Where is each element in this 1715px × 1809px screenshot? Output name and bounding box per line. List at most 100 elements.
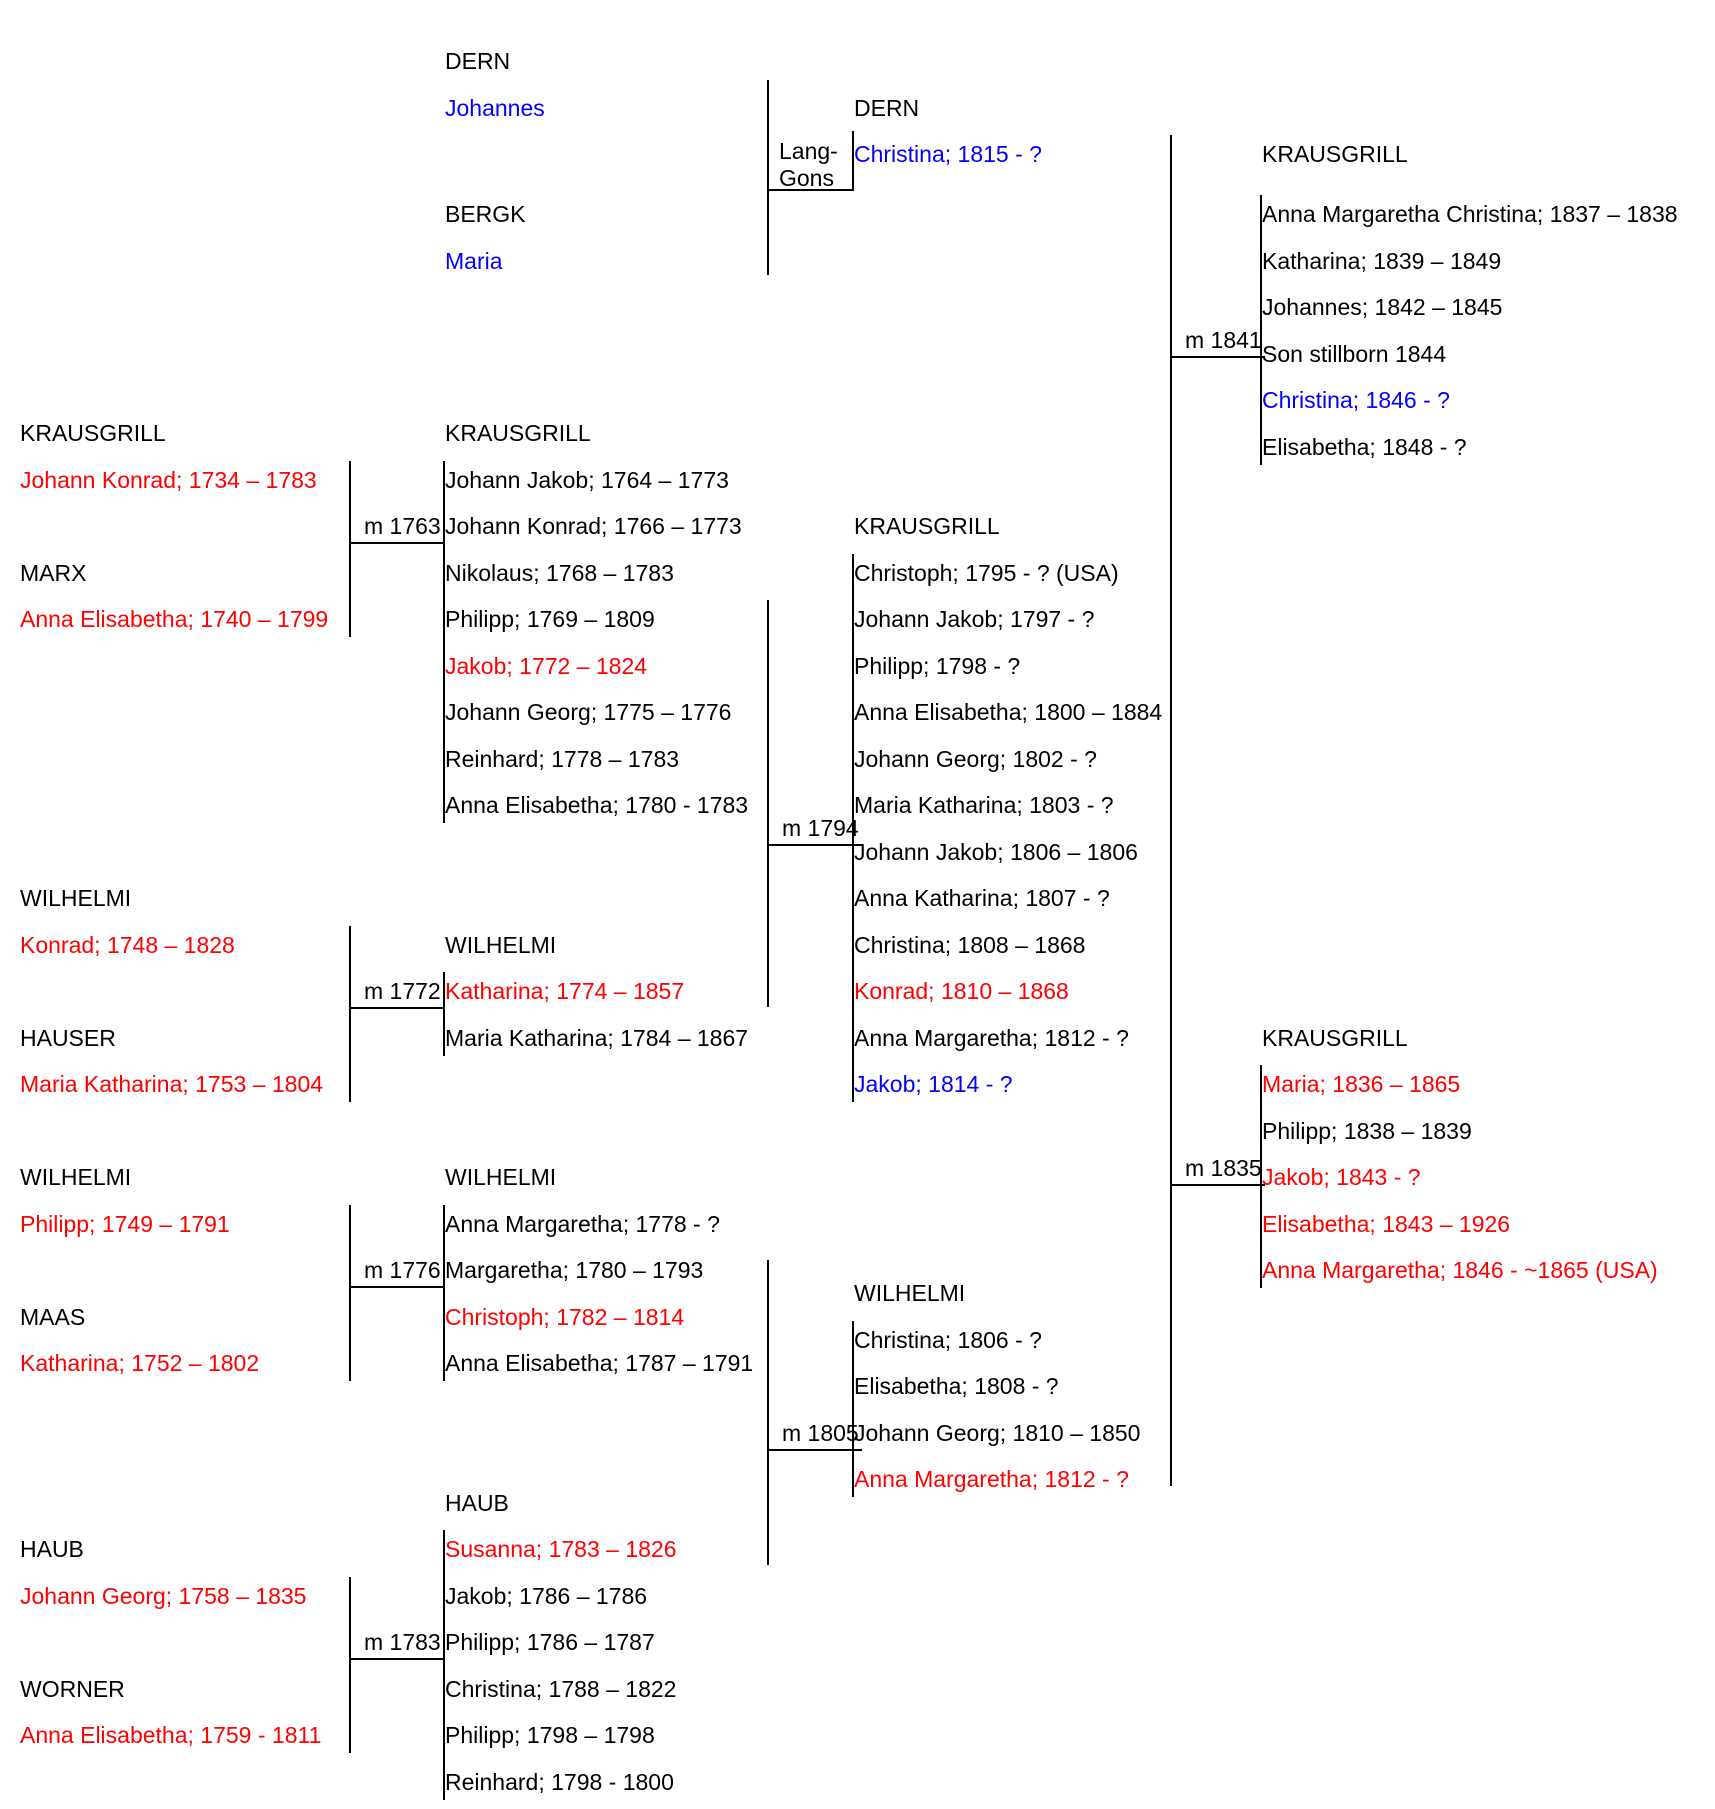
surname-label: HAUSER <box>20 1025 116 1051</box>
person-name: Johann Konrad; 1734 – 1783 <box>20 467 317 493</box>
child-name: Christina; 1846 - ? <box>1262 387 1450 413</box>
place-box-bottom <box>767 189 854 191</box>
marriage-label: m 1805 <box>782 1420 859 1446</box>
place-box-right <box>852 131 854 189</box>
surname-label: KRAUSGRILL <box>20 420 166 446</box>
child-name: Johann Jakob; 1797 - ? <box>854 606 1095 632</box>
parents-bracket <box>349 461 351 637</box>
marriage-label: m 1763 <box>364 513 441 539</box>
child-name: Jakob; 1843 - ? <box>1262 1164 1421 1190</box>
child-name: Maria; 1836 – 1865 <box>1262 1071 1461 1097</box>
children-bracket <box>443 461 445 823</box>
child-name: Maria Katharina; 1784 – 1867 <box>445 1025 749 1051</box>
child-name: Johann Jakob; 1764 – 1773 <box>445 467 729 493</box>
child-name: Margaretha; 1780 – 1793 <box>445 1257 704 1283</box>
child-name: Christoph; 1782 – 1814 <box>445 1304 685 1330</box>
children-bracket <box>852 554 854 1102</box>
child-name: Christina; 1788 – 1822 <box>445 1676 677 1702</box>
child-name: Johann Georg; 1802 - ? <box>854 746 1097 772</box>
surname-label: WILHELMI <box>445 1164 557 1190</box>
child-name: Johannes; 1842 – 1845 <box>1262 294 1503 320</box>
surname-label: WILHELMI <box>854 1280 966 1306</box>
child-name: Philipp; 1769 – 1809 <box>445 606 655 632</box>
surname-label: HAUB <box>445 1490 509 1516</box>
surname-label: DERN <box>854 95 920 121</box>
child-name: Katharina; 1839 – 1849 <box>1262 248 1502 274</box>
parents-bracket <box>349 926 351 1102</box>
marriage-label-connector <box>349 1286 444 1288</box>
surname-label: MAAS <box>20 1304 86 1330</box>
child-name: Nikolaus; 1768 – 1783 <box>445 560 674 586</box>
parents-bracket <box>767 1260 769 1565</box>
child-name: Konrad; 1810 – 1868 <box>854 978 1069 1004</box>
person-name: Philipp; 1749 – 1791 <box>20 1211 230 1237</box>
parents-bracket <box>1170 135 1172 1486</box>
surname-label: MARX <box>20 560 87 586</box>
child-name: Anna Margaretha; 1812 - ? <box>854 1466 1129 1492</box>
marriage-label-connector <box>1170 1184 1265 1186</box>
surname-label: KRAUSGRILL <box>854 513 1000 539</box>
marriage-label-connector <box>767 844 862 846</box>
marriage-label: m 1841 <box>1185 327 1262 353</box>
surname-label: KRAUSGRILL <box>1262 1025 1408 1051</box>
child-name: Philipp; 1798 – 1798 <box>445 1722 655 1748</box>
child-name: Johann Konrad; 1766 – 1773 <box>445 513 742 539</box>
surname-label: KRAUSGRILL <box>445 420 591 446</box>
person-name: Anna Elisabetha; 1740 – 1799 <box>20 606 329 632</box>
child-name: Anna Margaretha; 1812 - ? <box>854 1025 1129 1051</box>
person-name: Katharina; 1752 – 1802 <box>20 1350 260 1376</box>
child-name: Philipp; 1798 - ? <box>854 653 1021 679</box>
child-name: Philipp; 1786 – 1787 <box>445 1629 655 1655</box>
person-name: Johannes <box>445 95 545 121</box>
person-name: Anna Elisabetha; 1759 - 1811 <box>20 1722 322 1748</box>
child-name: Christina; 1808 – 1868 <box>854 932 1086 958</box>
dern-bracket <box>767 80 769 275</box>
child-name: Elisabetha; 1848 - ? <box>1262 434 1467 460</box>
marriage-label: m 1794 <box>782 815 859 841</box>
child-name: Jakob; 1814 - ? <box>854 1071 1013 1097</box>
child-name: Jakob; 1786 – 1786 <box>445 1583 648 1609</box>
child-name: Jakob; 1772 – 1824 <box>445 653 648 679</box>
children-bracket <box>1260 1065 1262 1288</box>
marriage-label: m 1835 <box>1185 1155 1262 1181</box>
marriage-label: m 1772 <box>364 978 441 1004</box>
children-bracket <box>443 1530 445 1800</box>
child-name: Elisabetha; 1808 - ? <box>854 1373 1059 1399</box>
child-name: Anna Margaretha; 1778 - ? <box>445 1211 720 1237</box>
child-name: Anna Margaretha; 1846 - ~1865 (USA) <box>1262 1257 1658 1283</box>
surname-label: DERN <box>445 48 511 74</box>
children-bracket <box>443 1205 445 1381</box>
children-bracket <box>443 972 445 1056</box>
child-name: Anna Elisabetha; 1787 – 1791 <box>445 1350 754 1376</box>
marriage-label-connector <box>349 542 444 544</box>
child-name: Christina; 1806 - ? <box>854 1327 1042 1353</box>
child-name: Anna Elisabetha; 1780 - 1783 <box>445 792 749 818</box>
surname-label: WILHELMI <box>445 932 557 958</box>
surname-label: WILHELMI <box>20 1164 132 1190</box>
parents-bracket <box>767 600 769 1007</box>
child-name: Christoph; 1795 - ? (USA) <box>854 560 1119 586</box>
child-name: Katharina; 1774 – 1857 <box>445 978 685 1004</box>
person-name: Maria Katharina; 1753 – 1804 <box>20 1071 324 1097</box>
surname-label: KRAUSGRILL <box>1262 141 1408 167</box>
children-bracket <box>852 1321 854 1497</box>
surname-label: WORNER <box>20 1676 125 1702</box>
person-name: Johann Georg; 1758 – 1835 <box>20 1583 307 1609</box>
child-name: Elisabetha; 1843 – 1926 <box>1262 1211 1511 1237</box>
marriage-label-connector <box>1170 356 1265 358</box>
person-name: Christina; 1815 - ? <box>854 141 1042 167</box>
person-name: Maria <box>445 248 503 274</box>
child-name: Reinhard; 1778 – 1783 <box>445 746 680 772</box>
children-bracket <box>1260 195 1262 465</box>
child-name: Johann Jakob; 1806 – 1806 <box>854 839 1138 865</box>
child-name: Johann Georg; 1775 – 1776 <box>445 699 732 725</box>
child-name: Maria Katharina; 1803 - ? <box>854 792 1114 818</box>
marriage-label: m 1776 <box>364 1257 441 1283</box>
child-name: Anna Katharina; 1807 - ? <box>854 885 1110 911</box>
child-name: Anna Elisabetha; 1800 – 1884 <box>854 699 1163 725</box>
marriage-label: m 1783 <box>364 1629 441 1655</box>
child-name: Son stillborn 1844 <box>1262 341 1447 367</box>
marriage-label-connector <box>349 1658 444 1660</box>
marriage-label-connector <box>767 1449 862 1451</box>
